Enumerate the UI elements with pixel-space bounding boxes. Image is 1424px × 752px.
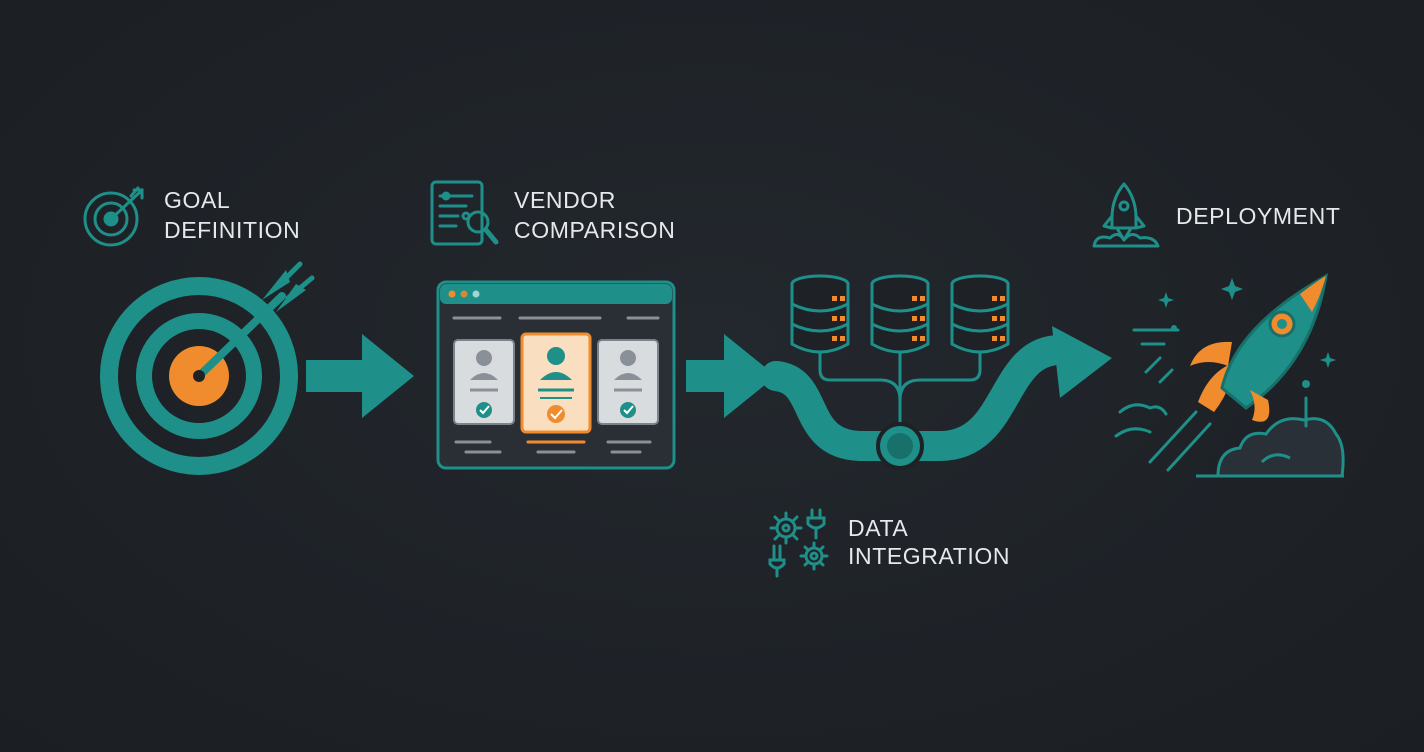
vendor-card-left (453, 339, 515, 425)
goal-label-line2: DEFINITION (164, 217, 300, 243)
deployment-label: DEPLOYMENT (1176, 203, 1340, 229)
goal-definition-step: GOAL DEFINITION (83, 186, 315, 475)
vendor-label-line2: COMPARISON (514, 217, 675, 243)
flow-arrow-1 (306, 334, 414, 418)
browser-window (436, 280, 676, 470)
vendor-comparison-step: VENDOR COMPARISON (430, 180, 676, 470)
vendor-card-right (597, 339, 659, 425)
flow-arrow-3 (1052, 326, 1112, 398)
rocket-icon (1092, 182, 1160, 248)
database-icon-right (950, 274, 1010, 354)
flow-arrow-2 (686, 334, 776, 418)
deployment-step: DEPLOYMENT (1092, 182, 1345, 478)
data-integration-step: DATA INTEGRATION (761, 274, 1112, 578)
target-small-icon (83, 186, 144, 247)
document-search-icon (430, 180, 499, 246)
rocket-large-icon (1114, 273, 1345, 478)
target-large-icon (100, 261, 315, 475)
database-icon-middle (870, 274, 930, 354)
database-icon-left (790, 274, 850, 354)
data-label-line2: INTEGRATION (848, 543, 1010, 569)
integration-flow-path (761, 335, 1075, 461)
vendor-label-line1: VENDOR (514, 187, 616, 213)
gears-plug-icon (768, 508, 829, 578)
vendor-card-selected (520, 332, 592, 434)
goal-label-line1: GOAL (164, 187, 230, 213)
data-label-line1: DATA (848, 515, 908, 541)
